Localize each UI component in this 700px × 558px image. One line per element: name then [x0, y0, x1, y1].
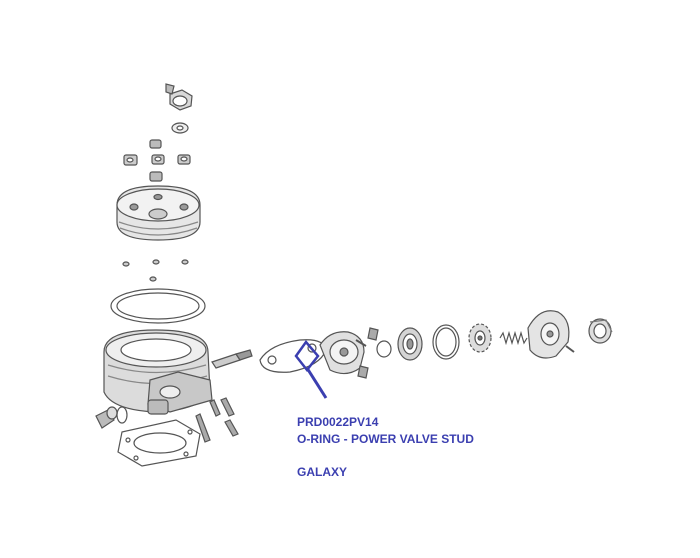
valve-spring [499, 330, 528, 346]
housing-bolts [357, 327, 379, 379]
inlet-fitting [95, 406, 128, 429]
brand-label: GALAXY [297, 465, 348, 479]
part-highlight-marker [294, 339, 328, 399]
valve-gear [468, 323, 492, 353]
base-gasket [117, 419, 201, 467]
part-number: PRD0022PV14 [297, 415, 379, 429]
valve-actuator-rod [211, 349, 253, 369]
head-gasket [110, 288, 206, 324]
power-valve-gasket [259, 339, 327, 373]
dowel-pins [122, 259, 189, 282]
part-description: O-RING - POWER VALVE STUD [297, 432, 474, 446]
valve-seal [397, 327, 423, 361]
valve-cap [588, 318, 613, 344]
cylinder-head [116, 185, 201, 241]
cylinder-studs [195, 397, 239, 443]
elbow-fitting [165, 83, 193, 111]
head-nuts [123, 139, 191, 182]
large-o-ring [432, 324, 460, 360]
small-o-ring [376, 340, 392, 358]
part-callout: PRD0022PV14 O-RING - POWER VALVE STUD GA… [297, 414, 474, 481]
power-valve-housing [319, 331, 367, 375]
cylinder-body [103, 329, 213, 415]
valve-cover [527, 310, 575, 359]
